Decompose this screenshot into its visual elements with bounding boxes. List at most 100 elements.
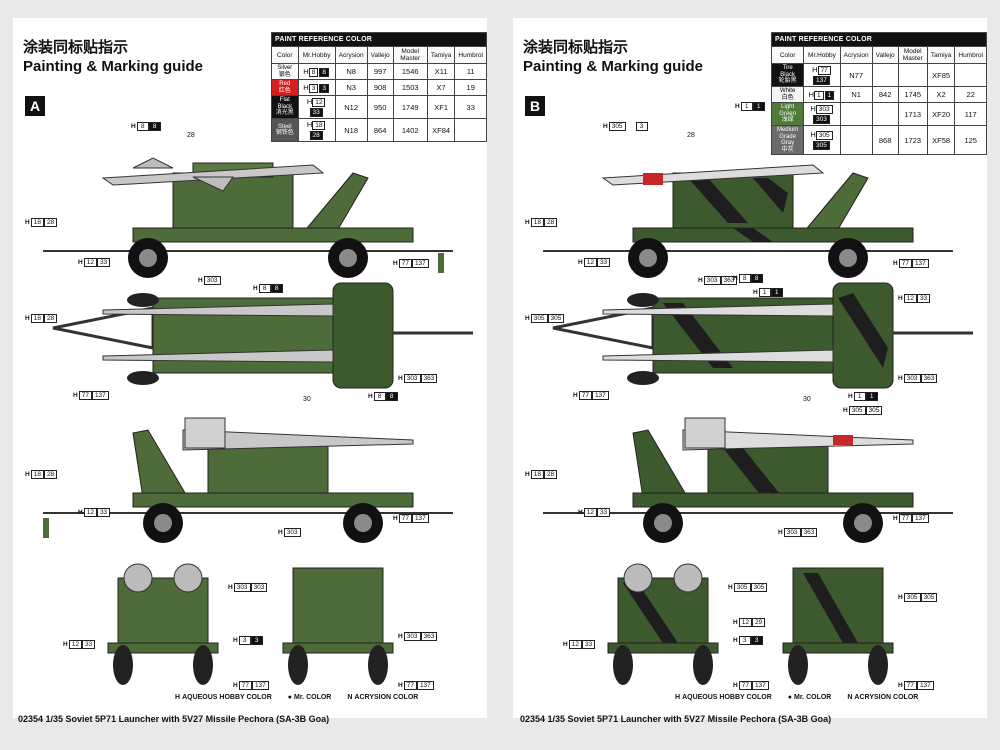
tamiya-code: XF85 (926, 63, 956, 87)
paint-reference-table: PAINT REFERENCE COLOR Color Mr.Hobby Acr… (271, 32, 487, 142)
launcher-front-rear-view (607, 563, 894, 685)
part-number: 28 (187, 132, 195, 139)
tamiya-code: X7 (426, 79, 456, 96)
column-header: Tamiya (426, 46, 456, 64)
model-master-code: 1503 (392, 79, 428, 96)
launcher-top-view (52, 282, 473, 389)
legend-item: ●Mr. COLOR (287, 694, 332, 701)
humbrol-code: 33 (454, 95, 487, 119)
humbrol-code: 22 (954, 86, 987, 103)
launcher-side-view (543, 164, 953, 278)
vallejo-code: 868 (871, 125, 899, 155)
column-header: Acrysion (839, 46, 873, 64)
column-header: Humbrol (954, 46, 987, 64)
table-title: PAINT REFERENCE COLOR (271, 32, 487, 47)
humbrol-code: 125 (954, 125, 987, 155)
footer-caption: 02354 1/35 Soviet 5P71 Launcher with 5V2… (520, 714, 832, 724)
column-header: Mr.Hobby (297, 46, 336, 64)
column-header: Acrysion (334, 46, 368, 64)
vallejo-code (871, 63, 899, 87)
part-number: 30 (803, 396, 811, 403)
model-master-code: 1546 (392, 63, 428, 80)
acrysion-code: N77 (839, 63, 873, 87)
launcher-side-view-2 (43, 417, 453, 543)
launcher-front-rear-view (107, 563, 394, 685)
model-master-code: 1402 (392, 118, 428, 142)
vallejo-code (871, 102, 899, 126)
title-chinese: 涂装同标贴指示 (523, 38, 629, 56)
tamiya-code: X2 (926, 86, 956, 103)
tamiya-code: XF84 (426, 118, 456, 142)
model-master-code (897, 63, 928, 87)
tamiya-code: X11 (426, 63, 456, 80)
humbrol-code (454, 118, 487, 142)
table-title: PAINT REFERENCE COLOR (771, 32, 987, 47)
model-master-code: 1713 (897, 102, 928, 126)
acrysion-code: N8 (334, 63, 368, 80)
tamiya-code: XF1 (426, 95, 456, 119)
model-master-code: 1745 (897, 86, 928, 103)
acrysion-code: N12 (334, 95, 368, 119)
column-header: Model Master (897, 46, 928, 64)
column-header: Mr.Hobby (803, 46, 841, 64)
sheet-b: 涂装同标贴指示 Painting & Marking guide B PAINT… (513, 18, 987, 718)
column-header: Color (271, 46, 299, 64)
title-english: Painting & Marking guide (23, 58, 204, 75)
footer-caption: 02354 1/35 Soviet 5P71 Launcher with 5V2… (18, 714, 330, 724)
title-chinese: 涂装同标贴指示 (23, 38, 129, 56)
tamiya-code: XF58 (926, 125, 956, 155)
humbrol-code: 11 (454, 63, 487, 80)
paint-reference-table: PAINT REFERENCE COLOR Color Mr.Hobby Acr… (770, 32, 987, 155)
tamiya-code: XF20 (926, 102, 956, 126)
